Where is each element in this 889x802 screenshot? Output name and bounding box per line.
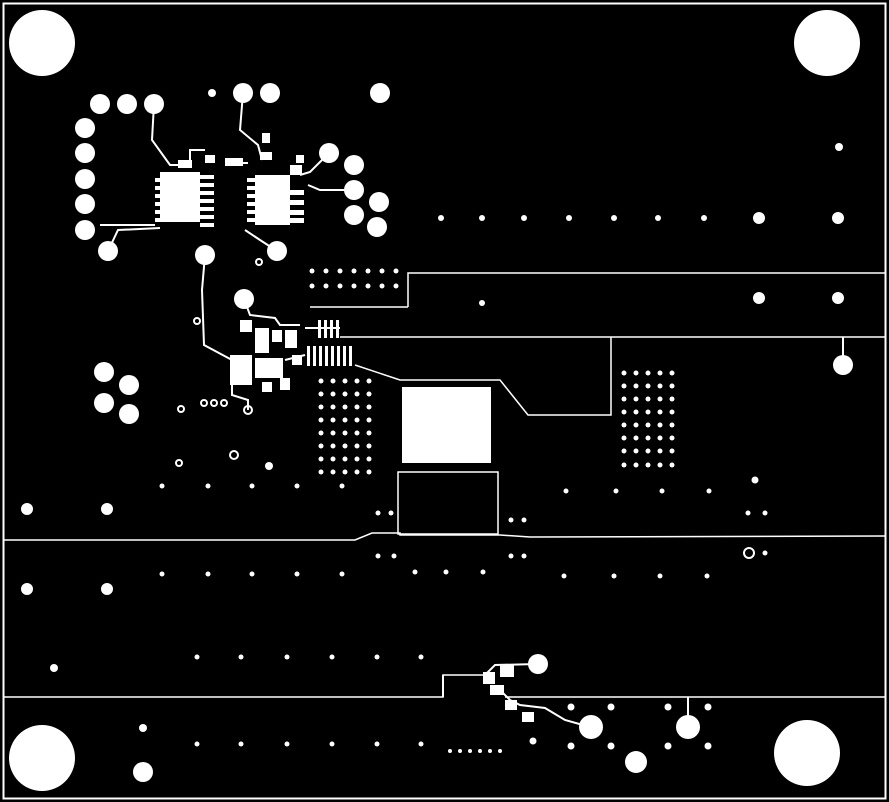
comb-pads-upper xyxy=(318,320,339,338)
mounting-hole-bottom-right xyxy=(774,720,840,786)
pads-left-middle xyxy=(21,362,153,782)
ring-vias xyxy=(175,258,755,559)
comb-pads-lower xyxy=(307,346,352,366)
bottom-component-via xyxy=(509,687,515,693)
mounting-hole-top-left xyxy=(9,10,75,76)
ic-middle xyxy=(225,133,304,225)
ic-power xyxy=(230,320,302,392)
bottom-component-pads xyxy=(483,355,853,773)
ic-left xyxy=(155,155,215,227)
via-array-left xyxy=(318,378,372,475)
via-array-right xyxy=(621,370,675,468)
scattered-vias xyxy=(159,143,844,753)
copper-pour-outlines xyxy=(4,272,886,698)
mounting-hole-bottom-left xyxy=(9,725,75,791)
via-array-top xyxy=(309,268,399,289)
thermal-pad xyxy=(402,387,491,463)
mounting-hole-top-right xyxy=(794,10,860,76)
